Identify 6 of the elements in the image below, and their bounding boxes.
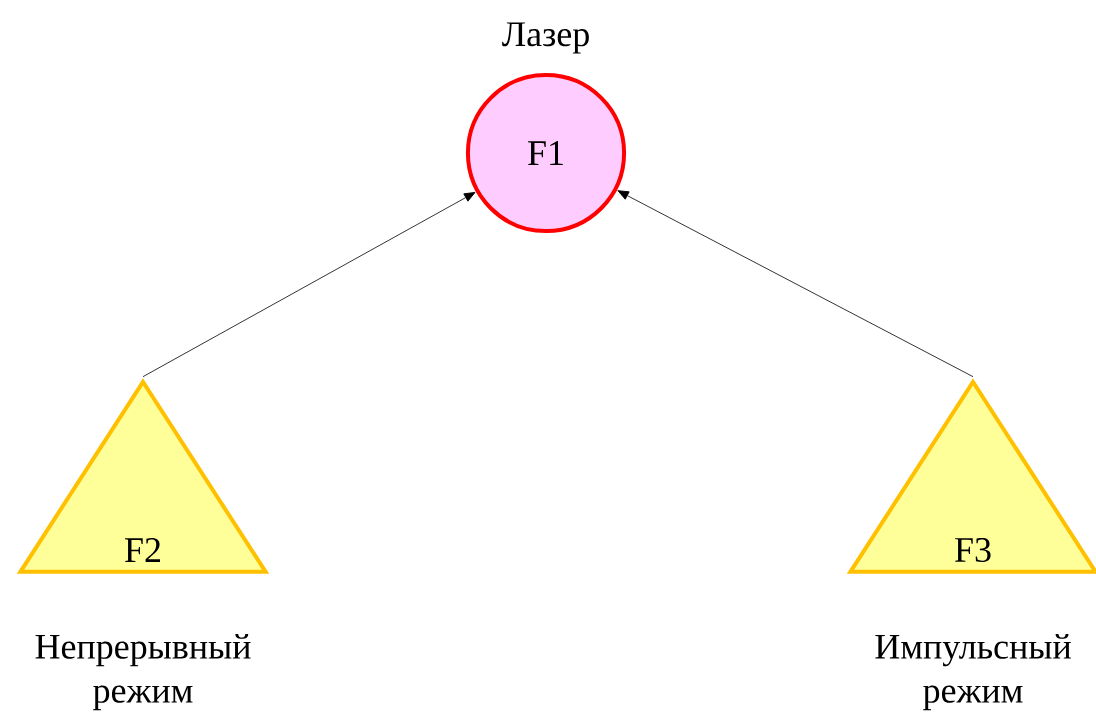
circle-node: F1: [465, 72, 627, 234]
node-label: Лазер: [502, 22, 589, 54]
node-label: Непрерывный режим: [35, 633, 251, 711]
arrow: [142, 192, 476, 378]
node-label: Импульсный режим: [875, 633, 1071, 711]
arrow: [617, 190, 974, 378]
